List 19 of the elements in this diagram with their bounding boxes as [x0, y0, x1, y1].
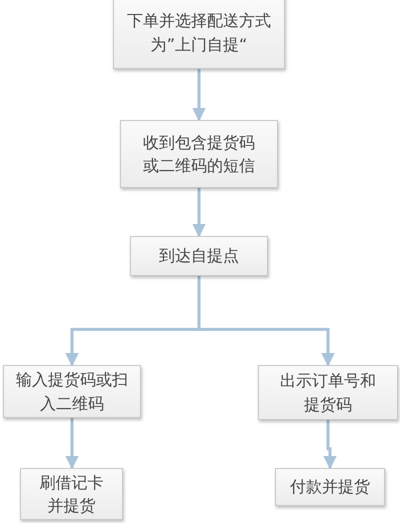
process-box	[120, 120, 278, 188]
process-box	[113, 0, 285, 69]
box-label: 下单并选择配送方式为”上门自提“	[126, 10, 272, 56]
box-label: 出示订单号和提货码	[279, 370, 377, 416]
process-box	[20, 468, 123, 520]
box-label: 输入提货码或扫入二维码	[15, 369, 129, 414]
process-box	[130, 236, 268, 276]
process-box	[258, 365, 398, 420]
arrow	[192, 69, 206, 122]
box-label: 收到包含提货码或二维码的短信	[142, 132, 256, 177]
arrow	[65, 418, 79, 470]
arrow	[192, 188, 206, 238]
box-label: 付款并提货	[289, 476, 371, 498]
arrow	[323, 420, 337, 470]
process-box	[275, 468, 385, 506]
box-label: 到达自提点	[158, 245, 240, 268]
box-label: 刷借记卡并提货	[38, 472, 104, 517]
process-box	[3, 365, 141, 418]
arrow	[198, 276, 335, 366]
